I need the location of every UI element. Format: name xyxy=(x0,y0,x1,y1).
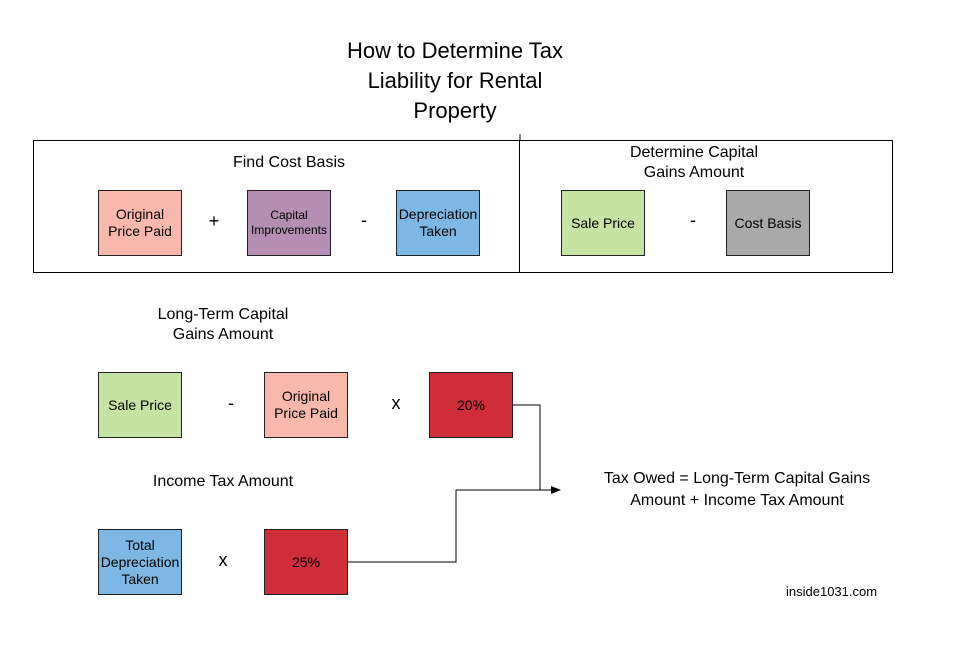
depreciation-taken-line-2: Taken xyxy=(419,223,457,239)
minus-operator: - xyxy=(690,210,696,230)
capital-improvements-box: Capital Improvements xyxy=(247,190,331,256)
income-tax-heading: Income Tax Amount xyxy=(152,473,294,490)
cost-basis-box: Cost Basis xyxy=(726,190,810,256)
capital-gains-panel xyxy=(519,140,893,273)
capital-gains-heading: Determine Capital Gains Amount xyxy=(594,143,794,183)
long-term-arrow xyxy=(513,404,561,494)
title-line-2: Liability for Rental xyxy=(367,68,543,93)
original-price-paid-line-1: Original xyxy=(115,206,165,222)
long-term-heading: Long-Term Capital Gains Amount xyxy=(123,305,323,345)
source-credit: inside1031.com xyxy=(786,584,878,599)
total-depreciation-line-2: Depreciation xyxy=(100,553,180,570)
long-term-original-price-box: Original Price Paid xyxy=(264,372,348,438)
total-depreciation-box: Total Depreciation Taken xyxy=(98,529,182,595)
minus-operator: - xyxy=(228,393,234,413)
capital-gains-heading-line-2: Gains Amount xyxy=(643,164,745,181)
original-price-paid-line-2: Price Paid xyxy=(108,223,172,239)
long-term-heading-line-1: Long-Term Capital xyxy=(157,306,289,323)
title-line-3: Property xyxy=(413,98,497,123)
minus-operator: - xyxy=(361,210,367,230)
tax-owed-result: Tax Owed = Long-Term Capital Gains Amoun… xyxy=(573,468,901,512)
times-operator: x xyxy=(391,393,401,413)
plus-operator: + xyxy=(208,211,220,231)
times-operator: x xyxy=(218,550,228,570)
rate-20-box: 20% xyxy=(429,372,513,438)
total-depreciation-line-3: Taken xyxy=(121,570,159,587)
title-line-1: How to Determine Tax xyxy=(346,38,563,63)
result-line-2: Amount + Income Tax Amount xyxy=(630,492,844,509)
long-term-original-price-line-1: Original xyxy=(281,388,331,404)
diagram-title: How to Determine Tax Liability for Renta… xyxy=(305,36,605,126)
capital-gains-heading-line-1: Determine Capital xyxy=(629,144,759,161)
rate-25-box: 25% xyxy=(264,529,348,595)
capital-improvements-line-2: Improvements xyxy=(250,223,328,237)
sale-price-box: Sale Price xyxy=(561,190,645,256)
cost-basis-heading: Find Cost Basis xyxy=(232,154,346,171)
income-tax-arrow xyxy=(348,489,540,563)
depreciation-taken-box: Depreciation Taken xyxy=(396,190,480,256)
long-term-original-price-line-2: Price Paid xyxy=(274,405,338,421)
long-term-sale-price-box: Sale Price xyxy=(98,372,182,438)
depreciation-taken-line-1: Depreciation xyxy=(398,206,478,222)
total-depreciation-line-1: Total xyxy=(125,536,155,553)
result-line-1: Tax Owed = Long-Term Capital Gains xyxy=(603,470,871,487)
capital-improvements-line-1: Capital xyxy=(270,208,308,222)
long-term-heading-line-2: Gains Amount xyxy=(172,326,274,343)
original-price-paid-box: Original Price Paid xyxy=(98,190,182,256)
